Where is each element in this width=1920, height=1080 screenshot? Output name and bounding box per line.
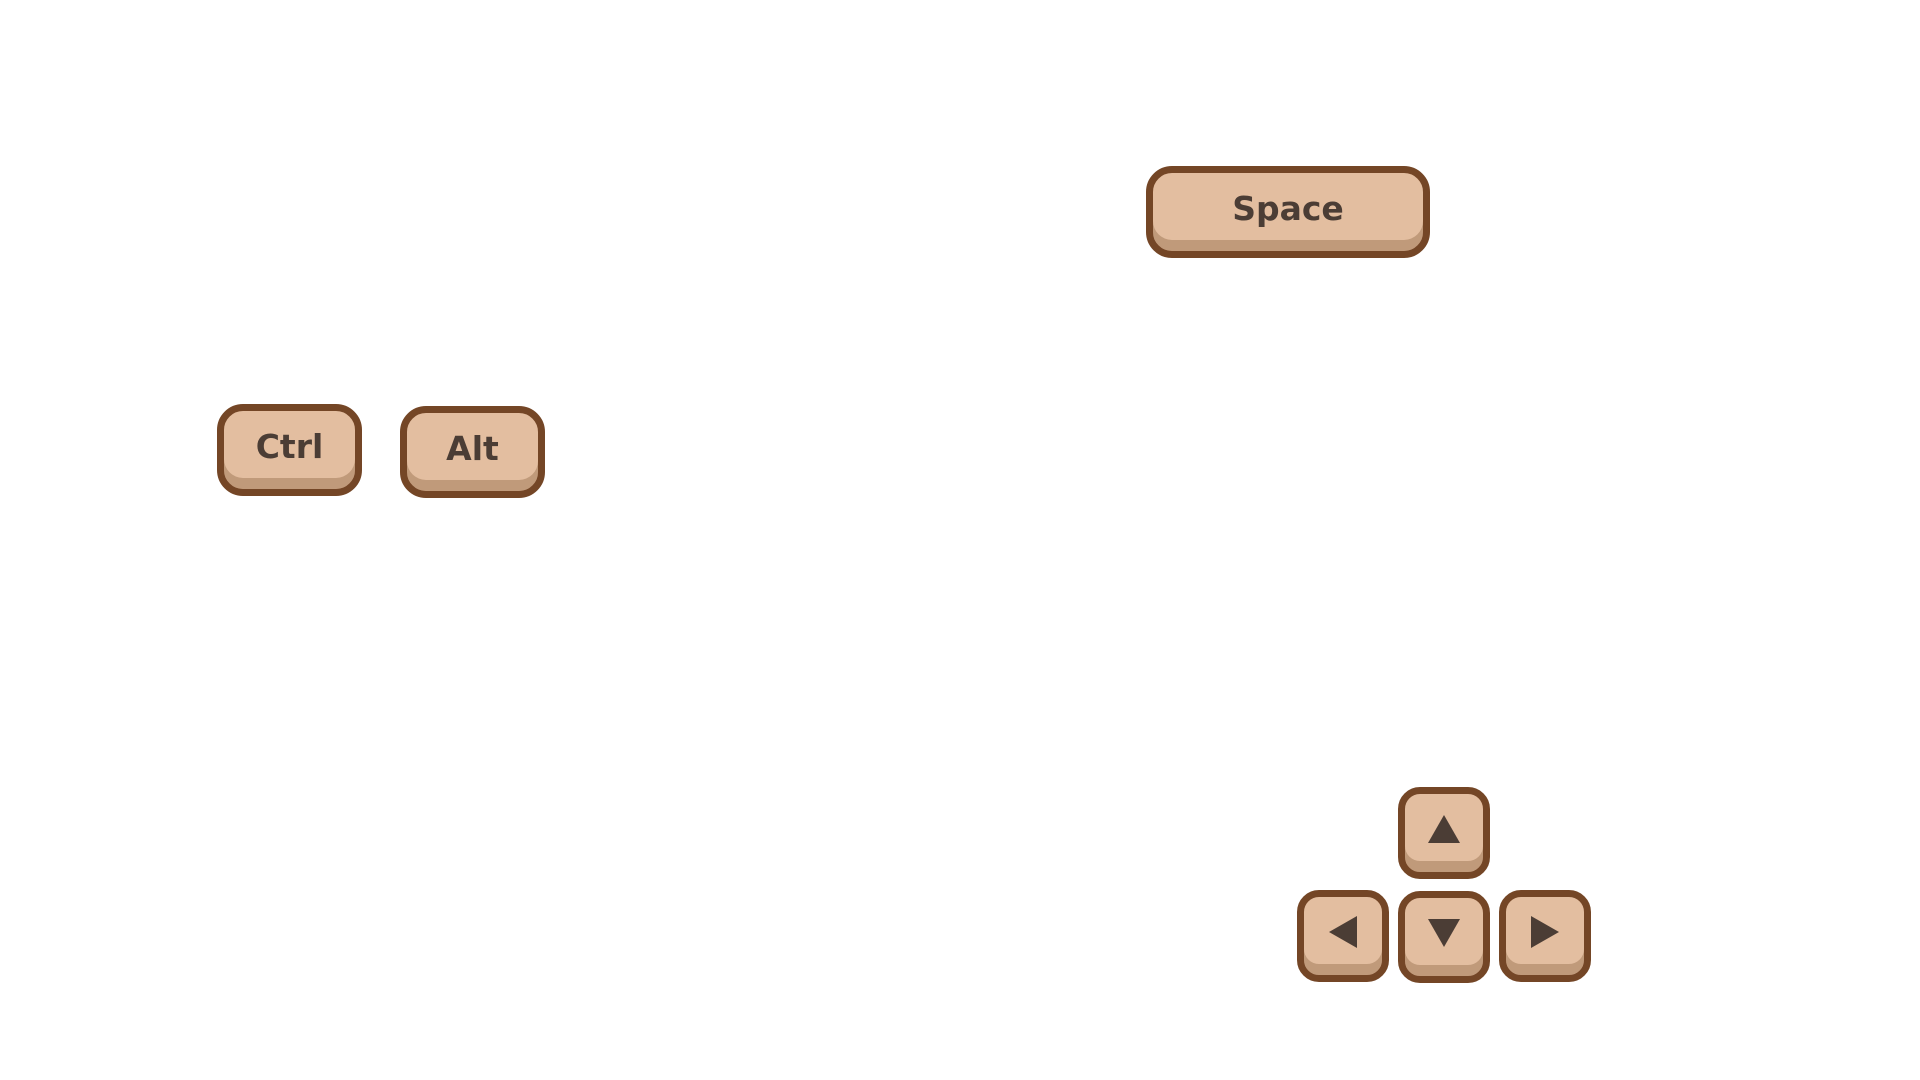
alt-key[interactable]: Alt <box>400 406 545 498</box>
arrow-up-key[interactable] <box>1398 787 1490 879</box>
space-key-label: Space <box>1232 188 1344 228</box>
arrow-up-icon <box>1428 815 1460 843</box>
arrow-right-icon <box>1531 916 1559 948</box>
space-key[interactable]: Space <box>1146 166 1430 258</box>
ctrl-key-label: Ctrl <box>255 426 324 466</box>
arrow-left-icon <box>1329 916 1357 948</box>
alt-key-label: Alt <box>446 428 499 468</box>
arrow-down-icon <box>1428 919 1460 947</box>
arrow-down-key[interactable] <box>1398 891 1490 983</box>
arrow-left-key[interactable] <box>1297 890 1389 982</box>
arrow-right-key[interactable] <box>1499 890 1591 982</box>
ctrl-key[interactable]: Ctrl <box>217 404 362 496</box>
